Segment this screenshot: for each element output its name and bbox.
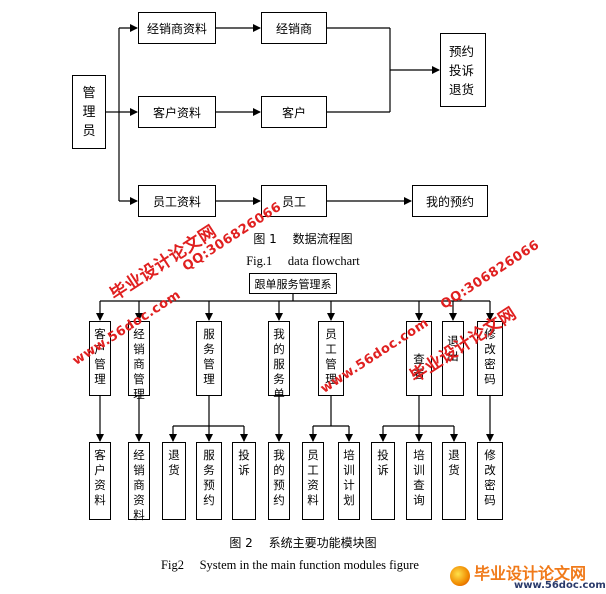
leaf-complaint-2: 投诉 xyxy=(371,442,395,520)
logo-sparkle-icon xyxy=(450,566,470,586)
leaf-label: 投诉 xyxy=(377,448,389,477)
node-dealer: 经销商 xyxy=(261,12,327,44)
node-reservation-complaint-return: 预约投诉退货 xyxy=(440,33,486,107)
module-label: 我的服务单 xyxy=(273,327,285,401)
node-dealer-label: 经销商 xyxy=(275,21,312,36)
module-label: 查看 xyxy=(413,352,425,381)
leaf-label: 客户资料 xyxy=(94,448,106,507)
leaf-label: 修改密码 xyxy=(484,448,496,507)
module-label: 员工管理 xyxy=(325,327,337,386)
node-staff-info-label: 员工资料 xyxy=(152,194,201,209)
module-exit: 退出 xyxy=(442,321,464,396)
module-service-management: 服务管理 xyxy=(196,321,222,396)
module-staff-management: 员工管理 xyxy=(318,321,344,396)
module-label: 经销商管理 xyxy=(133,327,145,401)
leaf-return-2: 退货 xyxy=(442,442,466,520)
node-root-system-label: 跟单服务管理系 xyxy=(254,277,332,291)
node-staff-label: 员工 xyxy=(281,194,306,209)
node-customer-info: 客户资料 xyxy=(138,96,216,128)
module-label: 修改密码 xyxy=(484,327,496,386)
node-staff: 员工 xyxy=(261,185,327,217)
leaf-label: 我的预约 xyxy=(273,448,285,507)
module-label: 客户管理 xyxy=(94,327,106,386)
node-customer: 客户 xyxy=(261,96,327,128)
figure1-caption-en: Fig.1 data flowchart xyxy=(246,254,360,268)
module-label: 退出 xyxy=(447,334,459,363)
leaf-label: 退货 xyxy=(168,448,180,477)
node-my-reservation: 我的预约 xyxy=(412,185,488,217)
module-label: 服务管理 xyxy=(203,327,215,386)
leaf-training-plan: 培训计划 xyxy=(338,442,360,520)
logo-title: 毕业设计论文网 xyxy=(474,564,587,583)
leaf-complaint: 投诉 xyxy=(232,442,256,520)
leaf-label: 经销商资料 xyxy=(133,448,145,522)
module-view: 查看 xyxy=(406,321,432,396)
node-customer-label: 客户 xyxy=(281,105,306,120)
watermark-logo: 毕业设计论文网 www.56doc.com xyxy=(448,560,606,594)
leaf-staff-info: 员工资料 xyxy=(302,442,324,520)
node-dealer-info-label: 经销商资料 xyxy=(146,21,207,36)
leaf-label: 员工资料 xyxy=(307,448,319,507)
leaf-change-password: 修改密码 xyxy=(477,442,503,520)
leaf-dealer-info: 经销商资料 xyxy=(128,442,150,522)
figure2-caption-cn: 图 2 系统主要功能模块图 xyxy=(229,536,377,550)
figure1-caption-cn: 图 1 数据流程图 xyxy=(253,232,353,246)
node-manager: 管理员 xyxy=(72,75,106,149)
leaf-label: 退货 xyxy=(448,448,460,477)
figure2-caption-en: Fig2 System in the main function modules… xyxy=(161,558,419,572)
module-customer-management: 客户管理 xyxy=(89,321,111,396)
logo-url: www.56doc.com xyxy=(514,580,606,591)
module-dealer-management: 经销商管理 xyxy=(128,321,150,401)
node-staff-info: 员工资料 xyxy=(138,185,216,217)
leaf-service-reservation: 服务预约 xyxy=(196,442,222,520)
leaf-training-query: 培训查询 xyxy=(406,442,432,520)
node-manager-label: 管理员 xyxy=(82,85,96,139)
node-my-reservation-label: 我的预约 xyxy=(425,194,474,209)
leaf-label: 投诉 xyxy=(238,448,250,477)
node-root-system: 跟单服务管理系 xyxy=(249,273,337,294)
leaf-label: 培训计划 xyxy=(343,448,355,507)
leaf-return: 退货 xyxy=(162,442,186,520)
node-reservation-complaint-return-label: 预约投诉退货 xyxy=(449,43,475,97)
node-dealer-info: 经销商资料 xyxy=(138,12,216,44)
leaf-my-reservation: 我的预约 xyxy=(268,442,290,520)
module-my-service-order: 我的服务单 xyxy=(268,321,290,401)
leaf-customer-info: 客户资料 xyxy=(89,442,111,520)
module-change-password: 修改密码 xyxy=(477,321,503,396)
leaf-label: 服务预约 xyxy=(203,448,215,507)
node-customer-info-label: 客户资料 xyxy=(152,105,201,120)
leaf-label: 培训查询 xyxy=(413,448,425,507)
